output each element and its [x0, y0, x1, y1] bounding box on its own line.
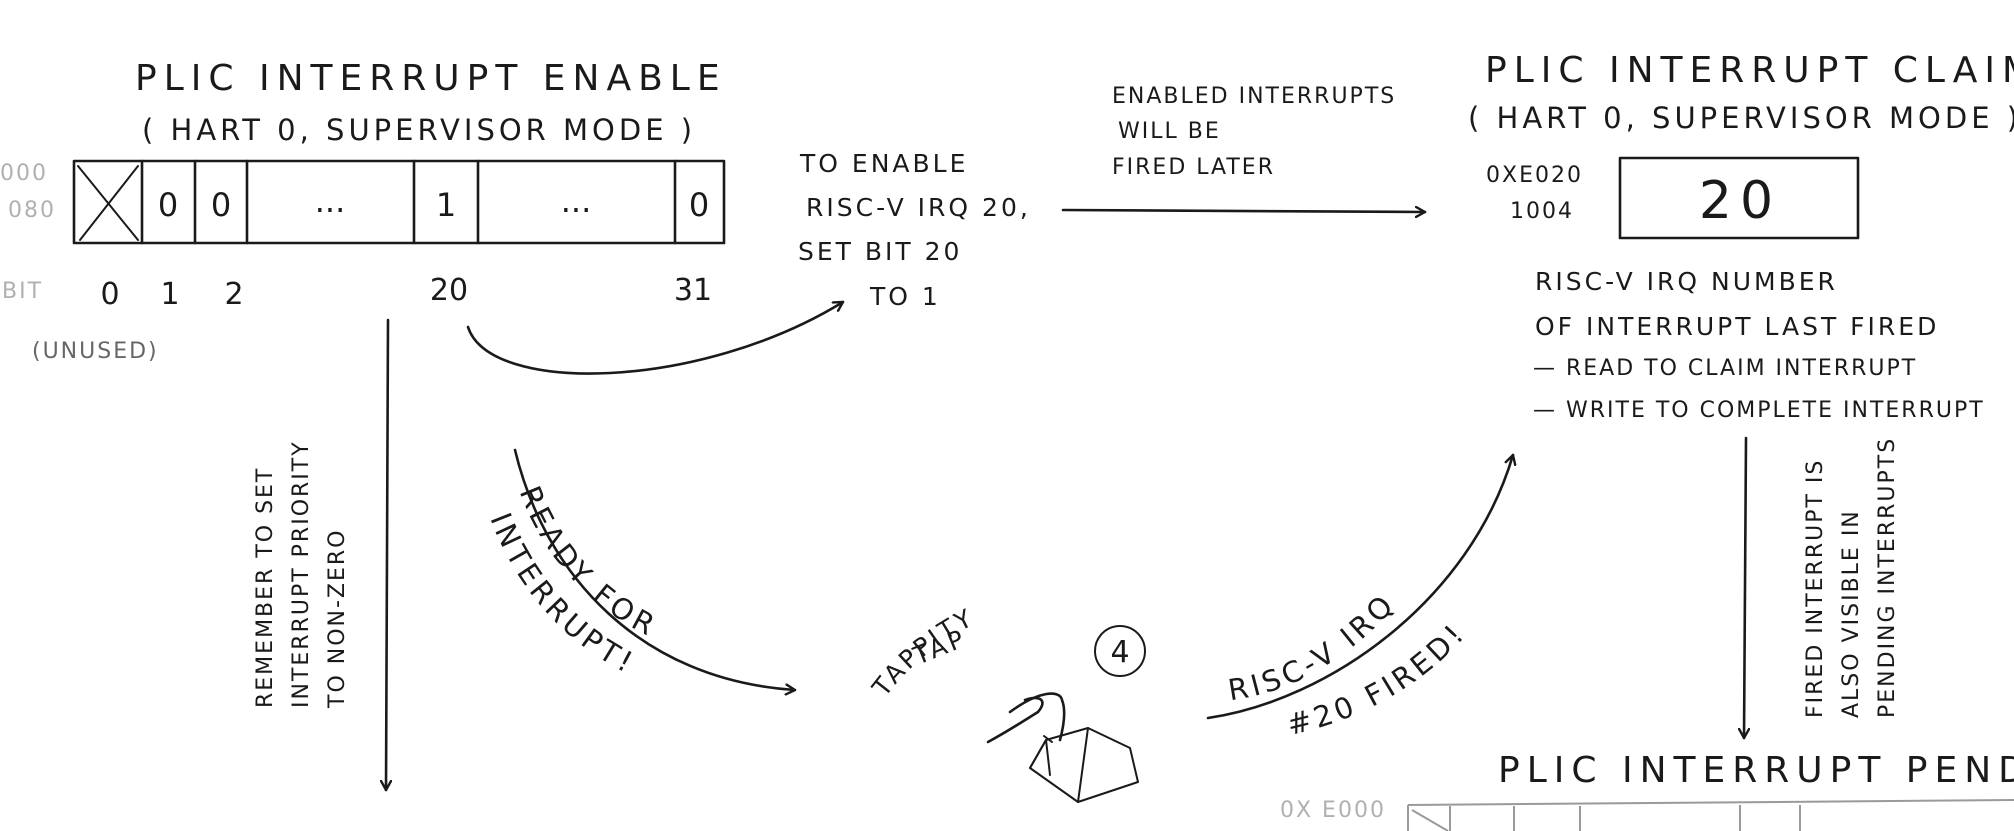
claim-title: PLIC INTERRUPT CLAIM	[1485, 50, 2014, 91]
enable-note: TO ENABLE RISC-V IRQ 20, SET BIT 20 TO 1	[798, 149, 1031, 311]
bit-number-1: 1	[160, 277, 179, 312]
enable-register: 0 0 ... 1 ... 0	[72, 159, 726, 245]
priority-note-line1: REMEMBER TO SET	[253, 467, 278, 708]
enable-cell-bit-31: 0	[689, 186, 709, 224]
priority-note: REMEMBER TO SET INTERRUPT PRIORITY TO NO…	[253, 440, 350, 709]
claim-value: 20	[1699, 171, 1781, 231]
enable-address-line2: 080	[8, 198, 56, 223]
fired-later-line3: FIRED LATER	[1112, 155, 1275, 180]
pending-note-line1: FIRED INTERRUPT IS	[1803, 459, 1828, 718]
pending-address: 0X E000	[1280, 798, 1386, 823]
arrow-to-enable-note	[466, 300, 845, 375]
step-number: 4	[1110, 635, 1129, 670]
enable-note-line4: TO 1	[869, 282, 941, 311]
bit-number-31: 31	[674, 273, 712, 308]
arrow-down-priority	[386, 318, 388, 792]
priority-note-line2: INTERRUPT PRIORITY	[289, 440, 314, 708]
enable-cell-bit-2: 0	[211, 186, 231, 224]
bit-number-20: 20	[430, 273, 468, 308]
pending-title: PLIC INTERRUPT PENDING	[1498, 750, 2014, 791]
bit-number-0: 0	[100, 277, 119, 312]
claim-desc-line2: OF INTERRUPT LAST FIRED	[1535, 312, 1939, 341]
fired-later-note: ENABLED INTERRUPTS WILL BE FIRED LATER	[1112, 84, 1396, 180]
step-circle	[1094, 625, 1146, 677]
bit-number-2: 2	[224, 277, 243, 312]
enable-title: PLIC INTERRUPT ENABLE	[135, 58, 727, 99]
enable-subtitle: ( HART 0, SUPERVISOR MODE )	[142, 113, 696, 147]
enable-cell-ellipsis: ...	[315, 182, 346, 220]
unused-label: (UNUSED)	[32, 339, 159, 364]
enable-cell-ellipsis: ...	[561, 182, 592, 220]
pending-register	[1407, 799, 2014, 831]
arrow-to-claim	[1061, 210, 1427, 212]
enable-address-line1: 000	[0, 161, 48, 186]
arrow-fired	[1206, 453, 1513, 720]
enable-register-outline	[72, 159, 726, 245]
keyboard-key-icon	[1029, 727, 1139, 803]
claim-address-line2: 1004	[1510, 199, 1574, 224]
claim-register	[1618, 156, 1860, 240]
claim-subtitle: ( HART 0, SUPERVISOR MODE )	[1468, 101, 2014, 135]
priority-note-line3: TO NON-ZERO	[325, 529, 350, 710]
claim-description: RISC-V IRQ NUMBER OF INTERRUPT LAST FIRE…	[1533, 267, 1985, 423]
claim-desc-line1: RISC-V IRQ NUMBER	[1535, 267, 1838, 296]
enable-note-line1: TO ENABLE	[799, 149, 968, 178]
pending-note-line3: PENDING INTERRUPTS	[1875, 437, 1900, 718]
tap-line2: TAP	[908, 623, 970, 671]
enable-note-line3: SET BIT 20	[798, 237, 962, 266]
unused-bit-cross	[77, 165, 139, 241]
claim-desc-line4: — WRITE TO COMPLETE INTERRUPT	[1533, 398, 1985, 423]
bit-label: BIT	[2, 279, 43, 304]
enable-cell-bit-1: 0	[158, 186, 178, 224]
pending-note-line2: ALSO VISIBLE IN	[1839, 509, 1864, 718]
fired-later-line2: WILL BE	[1118, 119, 1221, 144]
fired-later-line1: ENABLED INTERRUPTS	[1112, 84, 1396, 109]
claim-address-line1: 0XE020	[1486, 163, 1583, 188]
arrow-down-pending	[1744, 436, 1746, 740]
pending-note: FIRED INTERRUPT IS ALSO VISIBLE IN PENDI…	[1803, 437, 1900, 718]
enable-note-line2: RISC-V IRQ 20,	[806, 193, 1031, 222]
arrow-ready	[513, 448, 797, 690]
tapping-hand-icon	[986, 692, 1066, 744]
enable-cell-bit-20: 1	[436, 186, 456, 224]
claim-desc-line3: — READ TO CLAIM INTERRUPT	[1533, 356, 1917, 381]
